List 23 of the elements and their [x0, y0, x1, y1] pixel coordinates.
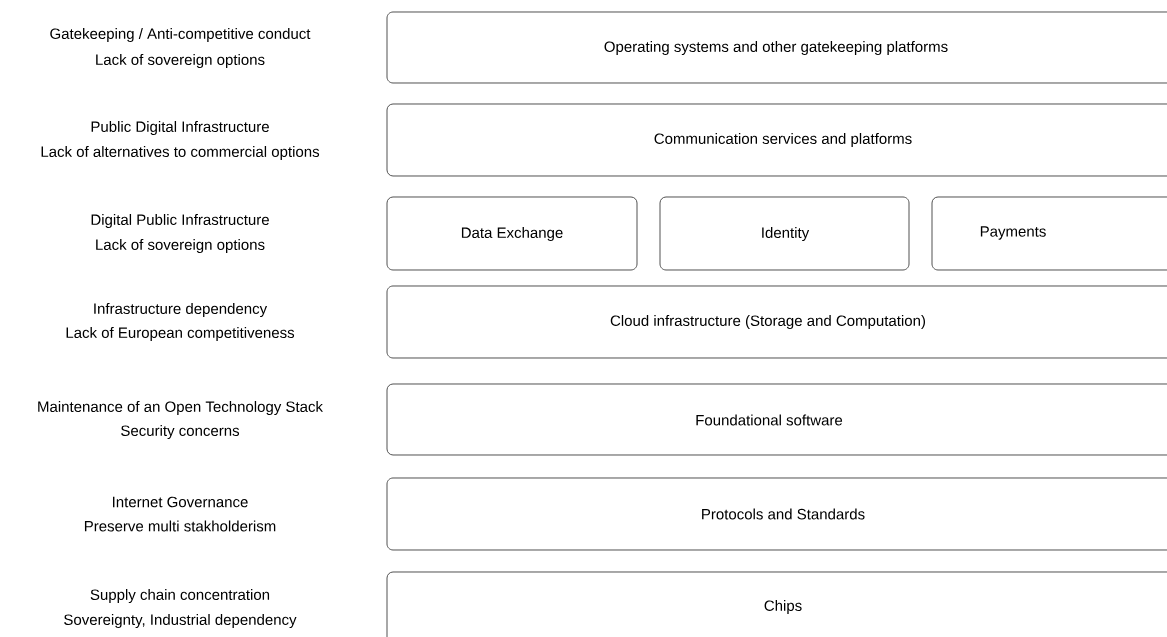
- layer-box: Chips: [386, 571, 1167, 637]
- layer-box: Communication services and platforms: [386, 103, 1167, 177]
- layer-box: Cloud infrastructure (Storage and Computation): [386, 285, 1167, 359]
- row-label: Digital Public Infrastructure: [91, 214, 269, 228]
- row-label: Lack of alternatives to commercial options: [41, 146, 320, 160]
- layer-box: Identity: [659, 196, 910, 271]
- row-label: Maintenance of an Open Technology Stack: [38, 401, 323, 415]
- row-label: Security concerns: [121, 425, 240, 439]
- layer-box: Protocols and Standards: [386, 477, 1167, 551]
- row-label: Public Digital Infrastructure: [91, 121, 269, 135]
- layer-box: Payments: [931, 196, 1167, 271]
- row-label: Lack of sovereign options: [96, 54, 265, 68]
- row-label: Lack of sovereign options: [96, 239, 265, 253]
- layer-box: Foundational software: [386, 383, 1167, 456]
- row-label: Infrastructure dependency: [94, 303, 268, 317]
- row-label: Preserve multi stakholderism: [84, 520, 276, 532]
- layer-box: Data Exchange: [386, 196, 638, 271]
- row-label: Lack of European competitiveness: [66, 327, 295, 341]
- layer-box: Operating systems and other gatekeeping platforms: [386, 11, 1167, 84]
- row-label: Supply chain concentration: [90, 589, 270, 603]
- row-label: Gatekeeping / Anti-competitive conduct: [50, 28, 311, 42]
- row-label: Internet Governance: [113, 496, 248, 508]
- row-label: Sovereignty, Industrial dependency: [64, 614, 297, 628]
